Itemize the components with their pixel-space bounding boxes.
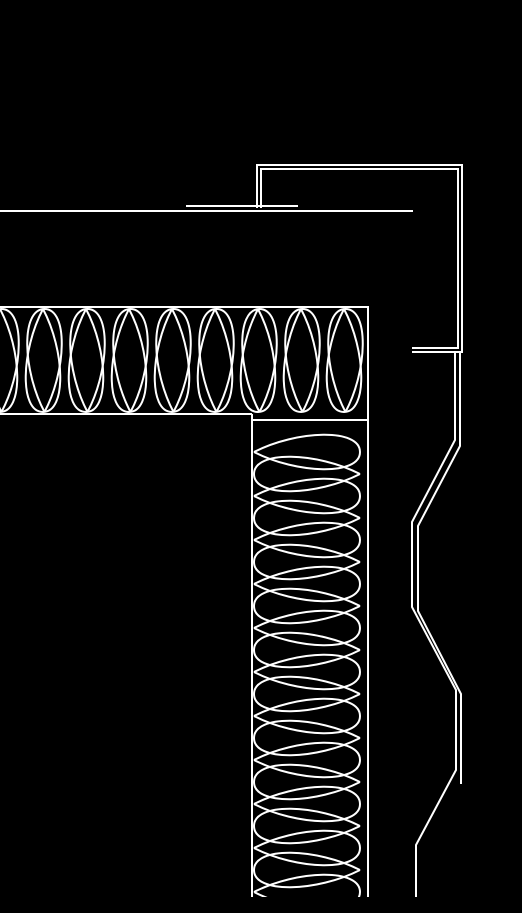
insulation-loop [253,565,362,603]
insulation-loop [253,785,362,823]
insulation-loop [253,433,362,471]
insulation-loop [0,308,20,413]
insulation-loop [241,308,278,413]
insulation-loop [24,308,62,413]
insulation-loop [253,697,362,735]
insulation-loop [239,308,277,413]
insulation-outer-boundary [0,306,369,897]
insulation-loop [253,829,362,867]
insulation-loop [282,308,320,413]
insulation-loop [253,851,361,889]
insulation-loop [253,477,362,515]
insulation-loop [155,308,192,413]
insulation-loop [253,455,361,493]
insulation-loop [284,308,321,413]
coping-cap [186,164,463,353]
insulation-loop [253,587,361,625]
insulation-loop [253,873,362,897]
insulation-loop [198,308,235,413]
vertical-insulation-batting [253,433,362,897]
insulation-loop [67,308,105,413]
insulation-loop [253,631,361,669]
drawing-lines [0,164,463,897]
insulation-loop [253,543,361,581]
insulation-loop [253,521,362,559]
insulation-loop [325,308,363,413]
insulation-loop [110,308,148,413]
insulation-loop [0,308,19,413]
insulation-loop [253,675,361,713]
insulation-loop [253,763,361,801]
insulation-loop [253,719,361,757]
insulation-loop [69,308,106,413]
insulation-loop [253,653,362,691]
insulation-loop [26,308,63,413]
horizontal-insulation-batting [0,308,364,413]
insulation-loop [253,741,362,779]
insulation-loop [253,499,361,537]
insulation-loop [253,609,362,647]
insulation-loop [253,807,361,845]
insulation-loop [327,308,364,413]
wall-cladding-profile [411,352,462,897]
insulation-loop [196,308,234,413]
insulation-loop [153,308,191,413]
insulation-loop [112,308,149,413]
